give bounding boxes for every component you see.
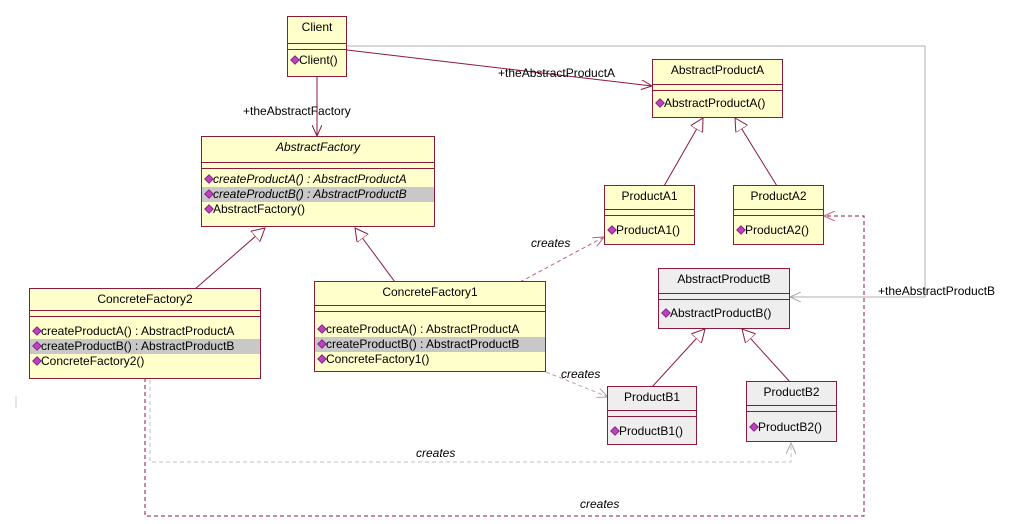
role-label-the-abstract-factory: +theAbstractFactory (243, 104, 351, 118)
operation[interactable]: createProductA() : AbstractProductA (315, 322, 545, 337)
operation-label: AbstractFactory() (213, 202, 306, 216)
class-product-b1[interactable]: ProductB1 ProductB1() (607, 386, 697, 445)
operation-label: AbstractProductA() (664, 96, 766, 110)
operation-label: createProductB() : AbstractProductB (213, 187, 407, 201)
gen-a1-apa (663, 118, 703, 187)
class-name: Client (288, 17, 346, 44)
class-product-b2[interactable]: ProductB2 ProductB2() (746, 381, 837, 442)
creates-label-cf1-b1: creates (561, 367, 601, 381)
operation[interactable]: ProductA2() (734, 223, 823, 238)
attributes-compartment (30, 311, 260, 317)
operation[interactable]: createProductA() : AbstractProductA (30, 324, 260, 339)
class-name: ConcreteFactory1 (315, 282, 545, 306)
class-abstract-factory[interactable]: AbstractFactory createProductA() : Abstr… (201, 136, 435, 227)
dep-cf2-b2 (149, 380, 791, 463)
attributes-compartment (288, 44, 346, 50)
role-label-the-abstract-product-b: +theAbstractProductB (878, 284, 996, 298)
operation[interactable]: AbstractFactory() (202, 202, 434, 217)
operation-label: createProductA() : AbstractProductA (41, 324, 235, 338)
operation-label: ProductA2() (745, 223, 810, 237)
operation[interactable]: createProductA() : AbstractProductA (202, 172, 434, 187)
operation-label: createProductA() : AbstractProductA (326, 322, 520, 336)
operation[interactable]: Client() (288, 53, 346, 68)
operation-label: createProductB() : AbstractProductB (326, 337, 520, 351)
class-name: ProductB2 (747, 382, 836, 406)
attributes-compartment (202, 163, 434, 169)
class-concrete-factory2[interactable]: ConcreteFactory2 createProductA() : Abst… (29, 288, 261, 379)
attributes-compartment (653, 85, 782, 91)
assoc-client-abstractproducta (346, 49, 652, 86)
dep-cf1-a1 (519, 237, 604, 283)
class-concrete-factory1[interactable]: ConcreteFactory1 createProductA() : Abst… (314, 281, 546, 372)
role-label-the-abstract-product-a: +theAbstractProductA (498, 66, 616, 80)
creates-label-cf2-b2: creates (416, 446, 456, 460)
gen-cf1-af (355, 228, 396, 283)
class-client[interactable]: Client Client() (287, 16, 347, 77)
attributes-compartment (608, 411, 696, 417)
operation-label: ProductA1() (616, 223, 681, 237)
operation[interactable]: createProductB() : AbstractProductB (202, 187, 434, 202)
operation[interactable]: AbstractProductB() (659, 306, 789, 321)
dep-cf2-a2 (144, 216, 865, 517)
operation[interactable]: ProductA1() (605, 223, 694, 238)
creates-label-cf1-a1: creates (531, 236, 571, 250)
operation[interactable]: ProductB1() (608, 424, 696, 439)
class-name: ConcreteFactory2 (30, 289, 260, 311)
class-name: AbstractFactory (202, 137, 434, 163)
operation-label: AbstractProductB() (670, 306, 772, 320)
class-name: ProductB1 (608, 387, 696, 411)
attributes-compartment (747, 406, 836, 412)
class-name: ProductA2 (734, 186, 823, 210)
class-name: AbstractProductB (659, 269, 789, 294)
attributes-compartment (605, 210, 694, 216)
operation-label: ConcreteFactory1() (326, 352, 430, 366)
class-name: AbstractProductA (653, 60, 782, 85)
operation[interactable]: createProductB() : AbstractProductB (30, 339, 260, 354)
class-name: ProductA1 (605, 186, 694, 210)
creates-label-cf2-a2: creates (580, 497, 620, 511)
operation-label: createProductB() : AbstractProductB (41, 339, 235, 353)
class-abstract-product-a[interactable]: AbstractProductA AbstractProductA() (652, 59, 783, 118)
class-abstract-product-b[interactable]: AbstractProductB AbstractProductB() (658, 268, 790, 329)
attributes-compartment (659, 294, 789, 300)
class-product-a2[interactable]: ProductA2 ProductA2() (733, 185, 824, 245)
operation-label: Client() (299, 53, 338, 67)
operation[interactable]: ProductB2() (747, 420, 836, 435)
operation-label: createProductA() : AbstractProductA (213, 172, 407, 186)
operation[interactable]: ConcreteFactory1() (315, 352, 545, 367)
gen-a2-apa (735, 118, 778, 187)
operation[interactable]: AbstractProductA() (653, 96, 782, 111)
attributes-compartment (315, 306, 545, 312)
assoc-client-abstractproductb (347, 45, 926, 297)
operation-label: ConcreteFactory2() (41, 354, 145, 368)
gen-b2-apb (742, 329, 791, 383)
gen-cf2-af (194, 228, 265, 290)
operation[interactable]: createProductB() : AbstractProductB (315, 337, 545, 352)
class-product-a1[interactable]: ProductA1 ProductA1() (604, 185, 695, 245)
operation[interactable]: ConcreteFactory2() (30, 354, 260, 369)
gen-b1-apb (651, 329, 705, 388)
attributes-compartment (734, 210, 823, 216)
operation-label: ProductB1() (619, 424, 684, 438)
operation-label: ProductB2() (758, 420, 823, 434)
